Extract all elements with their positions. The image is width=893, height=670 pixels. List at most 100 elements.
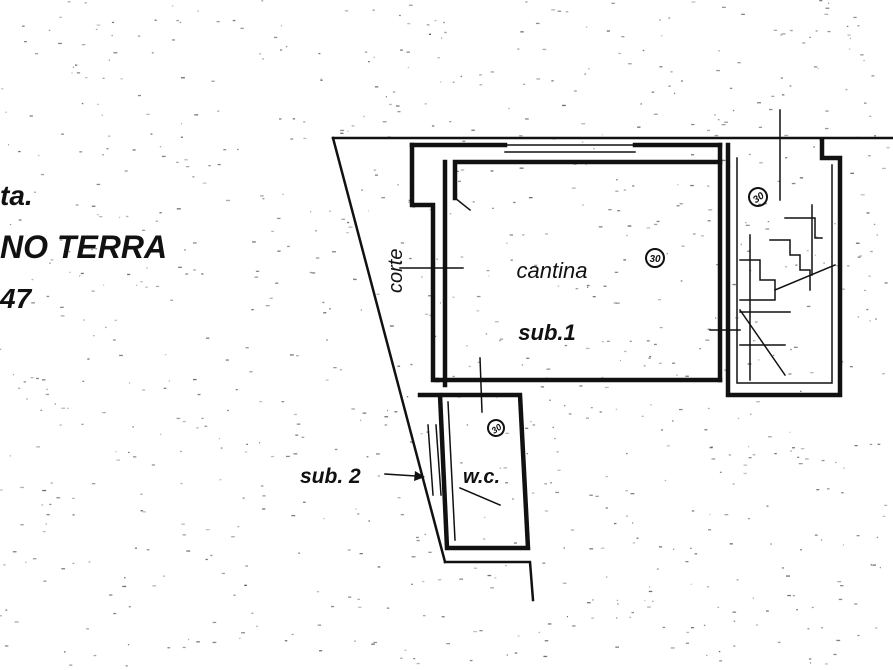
speckle-dot	[164, 354, 167, 356]
speckle-dot	[797, 456, 800, 458]
speckle-dot	[91, 483, 96, 485]
stair-diagonal-1	[738, 308, 787, 377]
speckle-dot	[659, 362, 662, 364]
wc-walls	[417, 392, 531, 551]
speckle-dot	[780, 77, 783, 79]
speckle-dot	[397, 365, 401, 367]
speckle-dot	[423, 615, 426, 617]
speckle-dot	[629, 616, 632, 619]
speckle-dot	[503, 467, 508, 469]
speckle-dot	[485, 333, 488, 335]
speckle-dot	[81, 102, 84, 105]
speckle-dot	[715, 317, 717, 319]
speckle-dot	[382, 121, 387, 123]
speckle-dot	[347, 221, 350, 224]
speckle-dot	[586, 26, 588, 28]
speckle-dot	[691, 627, 694, 629]
speckle-dot	[171, 5, 174, 7]
speckle-dot	[486, 270, 490, 272]
speckle-dot	[875, 318, 877, 320]
speckle-dot	[340, 129, 345, 132]
speckle-dot	[97, 103, 99, 105]
speckle-dot	[706, 654, 708, 656]
speckle-dot	[193, 378, 197, 381]
speckle-dot	[535, 22, 540, 25]
speckle-dot	[690, 547, 692, 549]
speckle-dot	[280, 49, 283, 51]
speckle-dot	[226, 199, 231, 202]
speckle-dot	[842, 288, 845, 290]
speckle-dot	[397, 111, 401, 113]
speckle-dot	[120, 78, 123, 80]
speckle-dot	[860, 194, 865, 196]
speckle-dot	[736, 579, 739, 581]
speckle-dot	[460, 75, 462, 78]
speckle-dot	[601, 376, 604, 379]
speckle-dot	[810, 662, 812, 664]
speckle-dot	[426, 431, 429, 433]
height-mark-1: 30	[649, 254, 661, 265]
speckle-dot	[452, 81, 455, 83]
speckle-dot	[185, 166, 190, 168]
speckle-dot	[4, 645, 9, 647]
speckle-dot	[176, 161, 179, 163]
speckle-dot	[317, 624, 322, 626]
speckle-dot	[333, 367, 337, 369]
speckle-dot	[774, 453, 777, 455]
speckle-dot	[728, 454, 731, 456]
speckle-dot	[743, 472, 747, 475]
speckle-dot	[579, 385, 583, 387]
speckle-dot	[743, 464, 748, 466]
speckle-dot	[81, 423, 84, 425]
speckle-dot	[285, 45, 288, 48]
speckle-dot	[43, 580, 47, 582]
speckle-dot	[879, 566, 881, 569]
speckle-dot	[662, 626, 666, 629]
speckle-dot	[632, 185, 635, 187]
speckle-dot	[626, 452, 628, 455]
speckle-dot	[572, 625, 576, 627]
speckle-dot	[729, 543, 733, 545]
speckle-dot	[653, 113, 658, 115]
speckle-dot	[40, 409, 43, 411]
speckle-dot	[781, 94, 785, 96]
speckle-dot	[557, 285, 560, 287]
speckle-dot	[847, 265, 850, 267]
speckle-dot	[251, 612, 254, 614]
speckle-dot	[869, 115, 872, 117]
speckle-dot	[104, 411, 106, 414]
speckle-dot	[142, 229, 146, 231]
speckle-dot	[232, 19, 236, 22]
speckle-dot	[387, 409, 388, 412]
speckle-dot	[866, 308, 869, 311]
speckle-dot	[604, 386, 609, 389]
speckle-dot	[429, 33, 431, 35]
speckle-dot	[320, 79, 323, 81]
speckle-dot	[615, 302, 620, 304]
speckle-dot	[339, 369, 342, 371]
speckle-dot	[701, 235, 704, 237]
speckle-dot	[615, 646, 619, 648]
speckle-dot	[566, 616, 568, 618]
speckle-dot	[23, 381, 26, 383]
speckle-dot	[193, 269, 196, 271]
speckle-dot	[58, 42, 62, 45]
speckle-dot	[262, 198, 265, 200]
sub2-arrow	[384, 471, 425, 481]
speckle-dot	[394, 411, 398, 413]
speckle-dot	[1, 88, 4, 90]
speckle-dot	[407, 66, 409, 69]
speckle-dot	[425, 313, 429, 315]
speckle-dot	[469, 659, 473, 662]
speckle-dot	[245, 565, 248, 567]
speckle-dot	[691, 154, 695, 156]
speckle-dot	[707, 129, 710, 132]
speckle-dot	[274, 36, 278, 39]
speckle-dot	[128, 606, 131, 608]
speckle-dot	[850, 366, 853, 368]
speckle-dot	[732, 109, 735, 112]
speckle-dot	[789, 29, 793, 32]
speckle-dot	[163, 575, 165, 577]
speckle-dot	[557, 10, 562, 12]
speckle-dot	[719, 660, 722, 662]
